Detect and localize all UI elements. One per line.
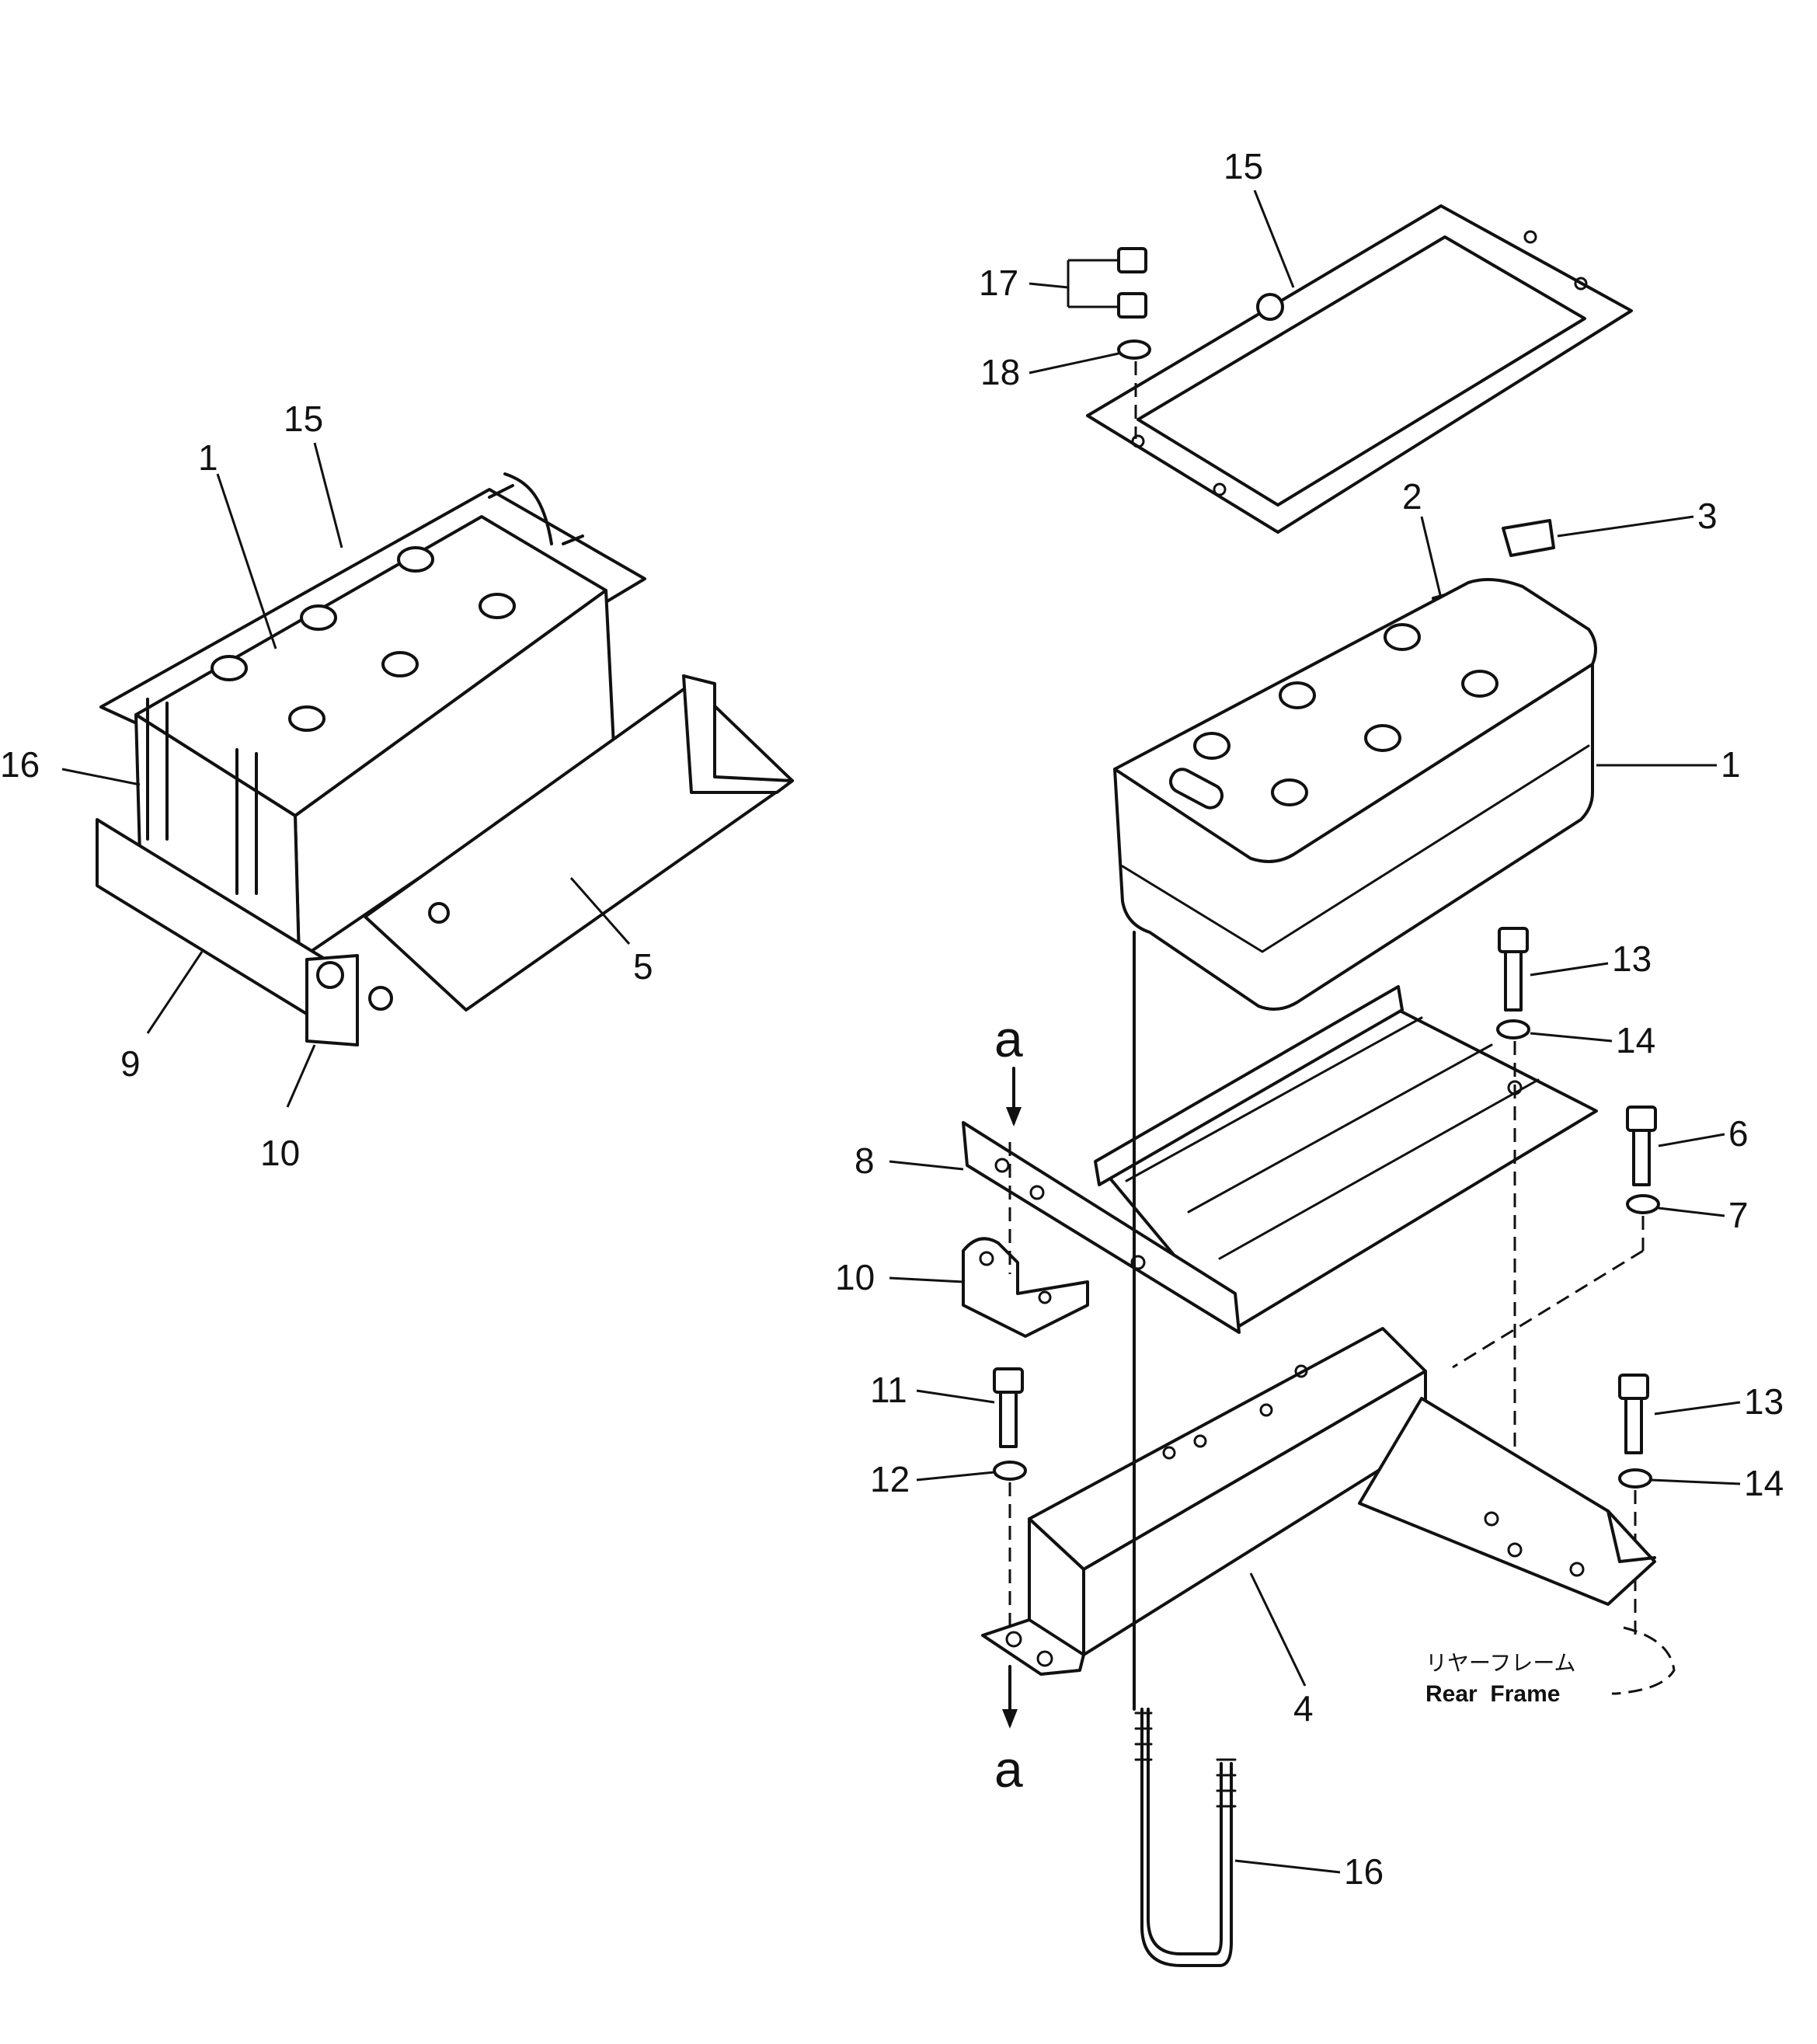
section-mark-bottom: a <box>994 1740 1023 1798</box>
rear-frame-label-jp: リヤーフレーム <box>1425 1650 1575 1676</box>
frame-stud <box>1256 293 1284 321</box>
callout-5: 5 <box>633 946 653 987</box>
callout-15-left: 15 <box>284 399 323 439</box>
bolt-13-shank <box>1504 950 1523 1012</box>
callout-13-lower: 13 <box>1744 1381 1784 1422</box>
callout-3: 3 <box>1697 496 1718 536</box>
callout-10-right: 10 <box>835 1257 875 1297</box>
nut-lower <box>1117 292 1147 319</box>
callout-2: 2 <box>1402 476 1422 517</box>
battery-body <box>1113 663 1594 1011</box>
washer-18 <box>1117 340 1151 360</box>
tray-end-assembled <box>682 674 794 794</box>
callout-12: 12 <box>870 1459 910 1499</box>
leader-lines <box>61 190 1741 1874</box>
battery <box>1113 578 1597 1011</box>
callout-13-upper: 13 <box>1612 938 1652 979</box>
terminals-assembled <box>488 472 584 545</box>
callout-labels: 1 15 16 5 9 10 15 17 18 2 3 1 13 14 6 7 … <box>0 146 1784 1892</box>
callout-1-right: 1 <box>1721 744 1741 785</box>
section-arrows <box>1002 1067 1022 1729</box>
tray-ribs <box>1125 1016 1540 1260</box>
callout-8: 8 <box>855 1140 875 1181</box>
hold-down-frame <box>1086 204 1633 534</box>
callout-14-upper: 14 <box>1616 1020 1655 1060</box>
u-bolts-assembled <box>146 698 258 895</box>
rear-frame-outline <box>1615 1626 1676 1695</box>
bolt-11-shank <box>999 1391 1018 1448</box>
bolt-head-assembled <box>316 961 344 989</box>
callout-16-left: 16 <box>0 744 40 785</box>
washer-7 <box>1626 1194 1660 1214</box>
battery-handle <box>1168 768 1224 810</box>
u-bolt-16 <box>1133 931 1237 1967</box>
tray-back-wall <box>1094 985 1404 1186</box>
callout-6: 6 <box>1728 1113 1749 1154</box>
battery-band <box>1121 744 1590 953</box>
washer-14b <box>1618 1468 1652 1489</box>
support-frame-4 <box>981 1327 1656 1676</box>
bolts-lower <box>993 1142 1652 1639</box>
callout-14-lower: 14 <box>1744 1463 1784 1503</box>
washer-14 <box>1496 1019 1530 1039</box>
support-foot <box>981 1618 1085 1676</box>
rear-channel <box>1358 1397 1656 1606</box>
callout-17: 17 <box>979 263 1018 303</box>
tray-front-flange <box>962 1121 1241 1334</box>
battery-caps-assembled <box>211 546 516 732</box>
bolt-head-assembled-2 <box>368 986 393 1011</box>
bracket-10 <box>962 1237 1089 1338</box>
assembled-battery-view <box>96 472 794 1046</box>
callout-10-left: 10 <box>260 1133 300 1173</box>
rear-frame-label-en: Rear Frame <box>1425 1681 1560 1707</box>
callout-11: 11 <box>870 1370 907 1410</box>
callout-4: 4 <box>1293 1688 1314 1729</box>
section-mark-top: a <box>994 1010 1023 1067</box>
callout-15-right: 15 <box>1224 146 1263 186</box>
battery-caps <box>1193 623 1499 806</box>
battery-tray <box>962 985 1598 1334</box>
callout-9: 9 <box>120 1043 141 1084</box>
terminal-3 <box>1502 519 1555 557</box>
bolt-13b-head <box>1618 1374 1649 1400</box>
bolt-head-assembled-3 <box>428 902 450 924</box>
nut-upper <box>1117 247 1147 273</box>
callout-16-right: 16 <box>1344 1851 1384 1892</box>
bolt-13-head <box>1498 927 1529 953</box>
bolt-13b-shank <box>1624 1397 1643 1454</box>
callout-18: 18 <box>980 352 1020 392</box>
bolt-11-head <box>993 1367 1024 1394</box>
callout-1-left: 1 <box>198 437 218 478</box>
bolt-6-shank <box>1632 1129 1651 1186</box>
callout-7: 7 <box>1728 1195 1749 1235</box>
washer-12 <box>993 1461 1027 1481</box>
bolt-6-head <box>1626 1106 1657 1132</box>
nuts-and-washer <box>1117 247 1151 439</box>
